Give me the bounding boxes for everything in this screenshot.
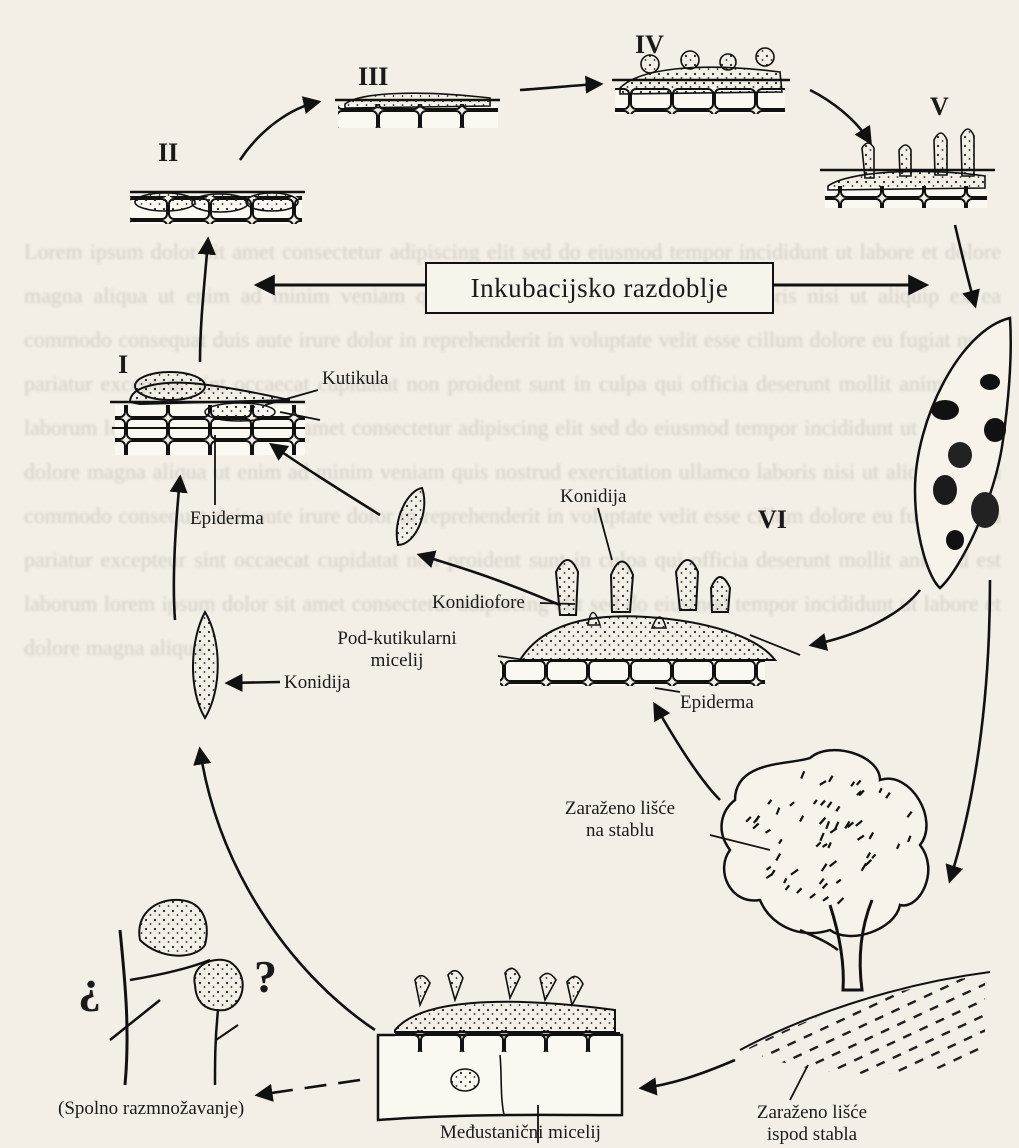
arrow-ii-to-iii <box>240 102 318 160</box>
arrow-iv-to-v <box>810 90 870 142</box>
label-zarazeno-na-stablu-line2: na stablu <box>520 820 720 842</box>
arrow-free-conidium-to-i <box>272 445 380 515</box>
bottom-tissue <box>378 968 622 1120</box>
arrow-left-conidium-up <box>174 478 180 620</box>
label-konidija-top: Konidija <box>560 486 627 508</box>
stage-iii-tissue <box>335 93 500 128</box>
label-konidiofore: Konidiofore <box>432 592 525 614</box>
label-kutikula: Kutikula <box>322 368 389 390</box>
label-spolno-razmnozavanje: (Spolno razmnožavanje) <box>58 1098 244 1120</box>
free-conidium-left <box>193 612 218 718</box>
label-pod-kutikularni-micelij: Pod-kutikularni micelij <box>302 628 492 672</box>
stage-ii-tissue <box>130 192 305 224</box>
stage-label-i: I <box>118 350 128 380</box>
cycle-arrows <box>174 84 990 1095</box>
stage-label-iii: III <box>358 62 388 92</box>
label-epiderma-left: Epiderma <box>190 508 264 530</box>
stage-i-tissue <box>110 372 305 455</box>
arrow-leaf-to-center <box>812 590 920 645</box>
arrow-spolno <box>258 1080 360 1095</box>
arrow-iii-to-iv <box>520 84 600 90</box>
arrow-leaf-to-ground <box>950 580 990 880</box>
stage-label-iv: IV <box>635 30 664 60</box>
stage-v-tissue <box>820 129 995 208</box>
free-conidium-upper <box>397 488 425 545</box>
question-mark: ? <box>254 950 277 1003</box>
sexual-reproduction-sketch <box>110 900 243 1085</box>
incubation-period-box: Inkubacijsko razdoblje <box>425 262 774 314</box>
label-zarazeno-ispod-line1: Zaraženo lišće <box>722 1102 902 1124</box>
label-epiderma-center: Epiderma <box>680 692 754 714</box>
inverted-question-mark: ¿ <box>78 960 101 1013</box>
label-pod-kutikularni-line1: Pod-kutikularni <box>302 628 492 650</box>
arrow-ground-to-bottom <box>642 1060 735 1088</box>
stage-label-v: V <box>930 92 949 122</box>
infected-tree <box>722 750 929 990</box>
ground-litter <box>740 972 990 1074</box>
label-pod-kutikularni-line2: micelij <box>302 650 492 672</box>
label-zarazeno-na-stablu: Zaraženo lišće na stablu <box>520 798 720 842</box>
label-medustanicni-micelij: Međustanični micelij <box>440 1122 601 1144</box>
label-zarazeno-na-stablu-line1: Zaraženo lišće <box>520 798 720 820</box>
center-sporulating-tissue <box>500 560 775 686</box>
stage-label-vi: VI <box>758 505 787 535</box>
label-konidija-left: Konidija <box>284 672 351 694</box>
arrow-conidija-label-to-left-conidium <box>228 682 280 683</box>
arrow-i-to-ii <box>200 240 208 362</box>
stage-label-ii: II <box>158 138 178 168</box>
arrow-tree-to-center <box>655 705 720 800</box>
label-zarazeno-ispod-stabla: Zaraženo lišće ispod stabla <box>722 1102 902 1146</box>
arrow-v-to-leaf <box>955 225 975 305</box>
infected-leaf <box>915 318 1011 588</box>
label-zarazeno-ispod-line2: ispod stabla <box>722 1124 902 1146</box>
